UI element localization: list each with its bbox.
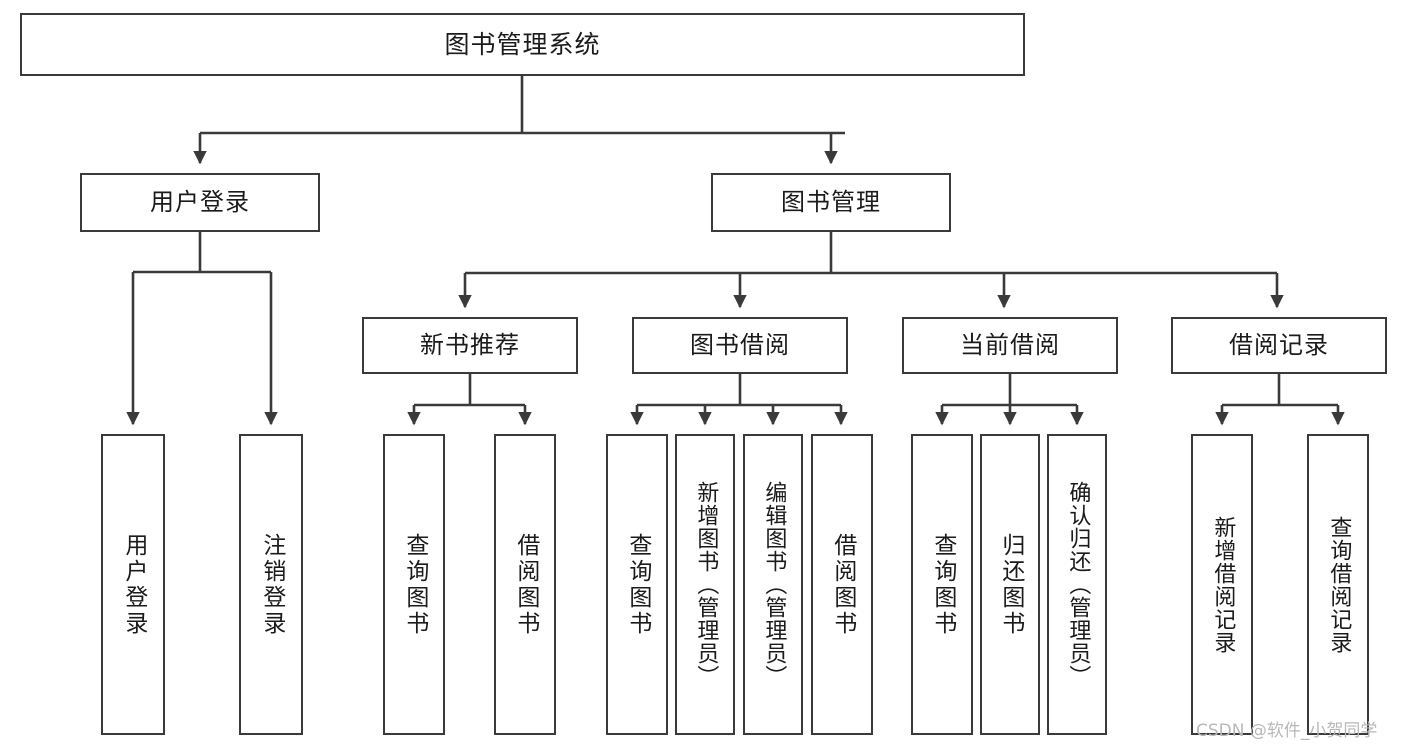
- node-label: 查询图书: [401, 532, 428, 637]
- node-leaf-query-book-1[interactable]: 查询图书: [383, 434, 445, 735]
- node-user-login[interactable]: 用户登录: [80, 173, 320, 232]
- node-label: 借阅图书: [829, 532, 856, 637]
- node-label: 借阅记录: [1229, 331, 1329, 360]
- node-leaf-query-book-2[interactable]: 查询图书: [606, 434, 668, 735]
- node-label: 查询图书: [624, 532, 651, 637]
- node-borrow-record[interactable]: 借阅记录: [1171, 317, 1387, 374]
- node-book-management[interactable]: 图书管理: [711, 173, 951, 232]
- node-label: 归还图书: [997, 532, 1024, 637]
- node-label: 编辑图书（管理员）: [761, 481, 787, 688]
- node-root-system[interactable]: 图书管理系统: [20, 13, 1025, 76]
- node-leaf-query-book-3[interactable]: 查询图书: [911, 434, 973, 735]
- node-leaf-user-logout[interactable]: 注销登录: [239, 434, 303, 735]
- node-leaf-return-book[interactable]: 归还图书: [980, 434, 1040, 735]
- node-label: 当前借阅: [960, 331, 1060, 360]
- node-label: 用户登录: [120, 532, 147, 637]
- node-leaf-confirm-return[interactable]: 确认归还（管理员）: [1047, 434, 1107, 735]
- node-leaf-add-record[interactable]: 新增借阅记录: [1191, 434, 1253, 735]
- node-label: 图书管理: [781, 188, 881, 217]
- node-label: 新书推荐: [420, 331, 520, 360]
- node-leaf-query-record[interactable]: 查询借阅记录: [1307, 434, 1369, 735]
- node-new-book-recommend[interactable]: 新书推荐: [362, 317, 578, 374]
- node-label: 确认归还（管理员）: [1065, 481, 1091, 688]
- node-label: 图书借阅: [690, 331, 790, 360]
- node-leaf-add-book[interactable]: 新增图书（管理员）: [675, 434, 735, 735]
- csdn-watermark: CSDN @软件_小贺同学: [1196, 721, 1378, 741]
- node-label: 用户登录: [150, 188, 250, 217]
- node-label: 注销登录: [258, 532, 285, 637]
- node-label: 借阅图书: [512, 532, 539, 637]
- node-label: 新增借阅记录: [1210, 515, 1236, 654]
- node-current-borrow[interactable]: 当前借阅: [902, 317, 1118, 374]
- node-label: 查询借阅记录: [1326, 515, 1352, 654]
- node-leaf-borrow-book-1[interactable]: 借阅图书: [494, 434, 556, 735]
- node-leaf-user-login[interactable]: 用户登录: [101, 434, 165, 735]
- node-leaf-borrow-book-2[interactable]: 借阅图书: [811, 434, 873, 735]
- node-label: 新增图书（管理员）: [693, 481, 719, 688]
- node-label: 图书管理系统: [444, 29, 601, 59]
- node-leaf-edit-book[interactable]: 编辑图书（管理员）: [743, 434, 803, 735]
- node-book-borrow[interactable]: 图书借阅: [632, 317, 848, 374]
- node-label: 查询图书: [929, 532, 956, 637]
